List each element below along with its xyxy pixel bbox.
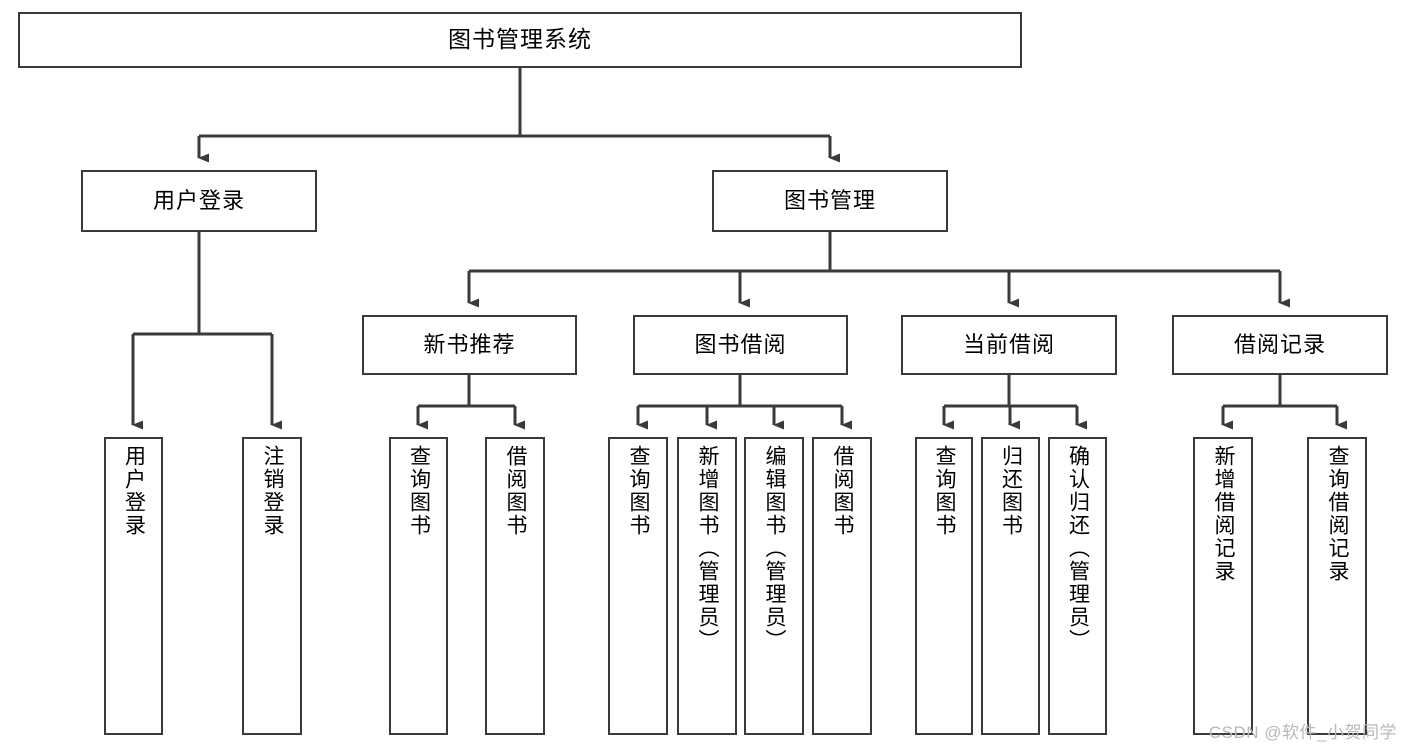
node-level3-new-book-recommend[interactable]: 新书推荐 xyxy=(362,315,577,375)
leaf-label: 用户登录 xyxy=(122,445,146,537)
node-leaf-confirm-return-admin[interactable]: 确认归还（管理员） xyxy=(1048,437,1107,735)
leaf-label: 归还图书 xyxy=(999,445,1023,537)
node-root[interactable]: 图书管理系统 xyxy=(18,12,1022,68)
node-leaf-query-book-borrow[interactable]: 查询图书 xyxy=(608,437,668,735)
leaf-label: 借阅图书 xyxy=(504,445,528,537)
node-level2-book-management[interactable]: 图书管理 xyxy=(712,170,948,232)
node-leaf-return-book[interactable]: 归还图书 xyxy=(981,437,1040,735)
node-leaf-borrow-book[interactable]: 借阅图书 xyxy=(812,437,872,735)
node-leaf-query-borrow-record[interactable]: 查询借阅记录 xyxy=(1307,437,1367,735)
leaf-label: 借阅图书 xyxy=(831,445,855,537)
leaf-label: 确认归还（管理员） xyxy=(1066,445,1090,652)
leaf-label: 新增图书（管理员） xyxy=(696,445,720,652)
node-level3-borrow-records[interactable]: 借阅记录 xyxy=(1172,315,1388,375)
watermark: CSDN @软件_小贺同学 xyxy=(1208,723,1397,742)
node-level3-book-borrow[interactable]: 图书借阅 xyxy=(633,315,848,375)
node-leaf-query-book-current[interactable]: 查询图书 xyxy=(915,437,973,735)
node-leaf-borrow-book-recommend[interactable]: 借阅图书 xyxy=(485,437,545,735)
leaf-label: 编辑图书（管理员） xyxy=(763,445,787,652)
node-level3-current-borrow[interactable]: 当前借阅 xyxy=(901,315,1117,375)
node-leaf-edit-book-admin[interactable]: 编辑图书（管理员） xyxy=(744,437,804,735)
leaf-label: 查询图书 xyxy=(627,445,651,537)
leaf-label: 查询借阅记录 xyxy=(1326,445,1350,583)
node-leaf-add-book-admin[interactable]: 新增图书（管理员） xyxy=(677,437,737,735)
leaf-label: 查询图书 xyxy=(933,445,957,537)
leaf-label: 新增借阅记录 xyxy=(1212,445,1236,583)
node-level2-user-login[interactable]: 用户登录 xyxy=(81,170,317,232)
leaf-label: 查询图书 xyxy=(407,445,431,537)
node-leaf-logout[interactable]: 注销登录 xyxy=(242,437,302,735)
leaf-label: 注销登录 xyxy=(261,445,285,537)
node-leaf-add-borrow-record[interactable]: 新增借阅记录 xyxy=(1193,437,1253,735)
node-leaf-query-book-recommend[interactable]: 查询图书 xyxy=(389,437,448,735)
node-leaf-user-login[interactable]: 用户登录 xyxy=(104,437,163,735)
